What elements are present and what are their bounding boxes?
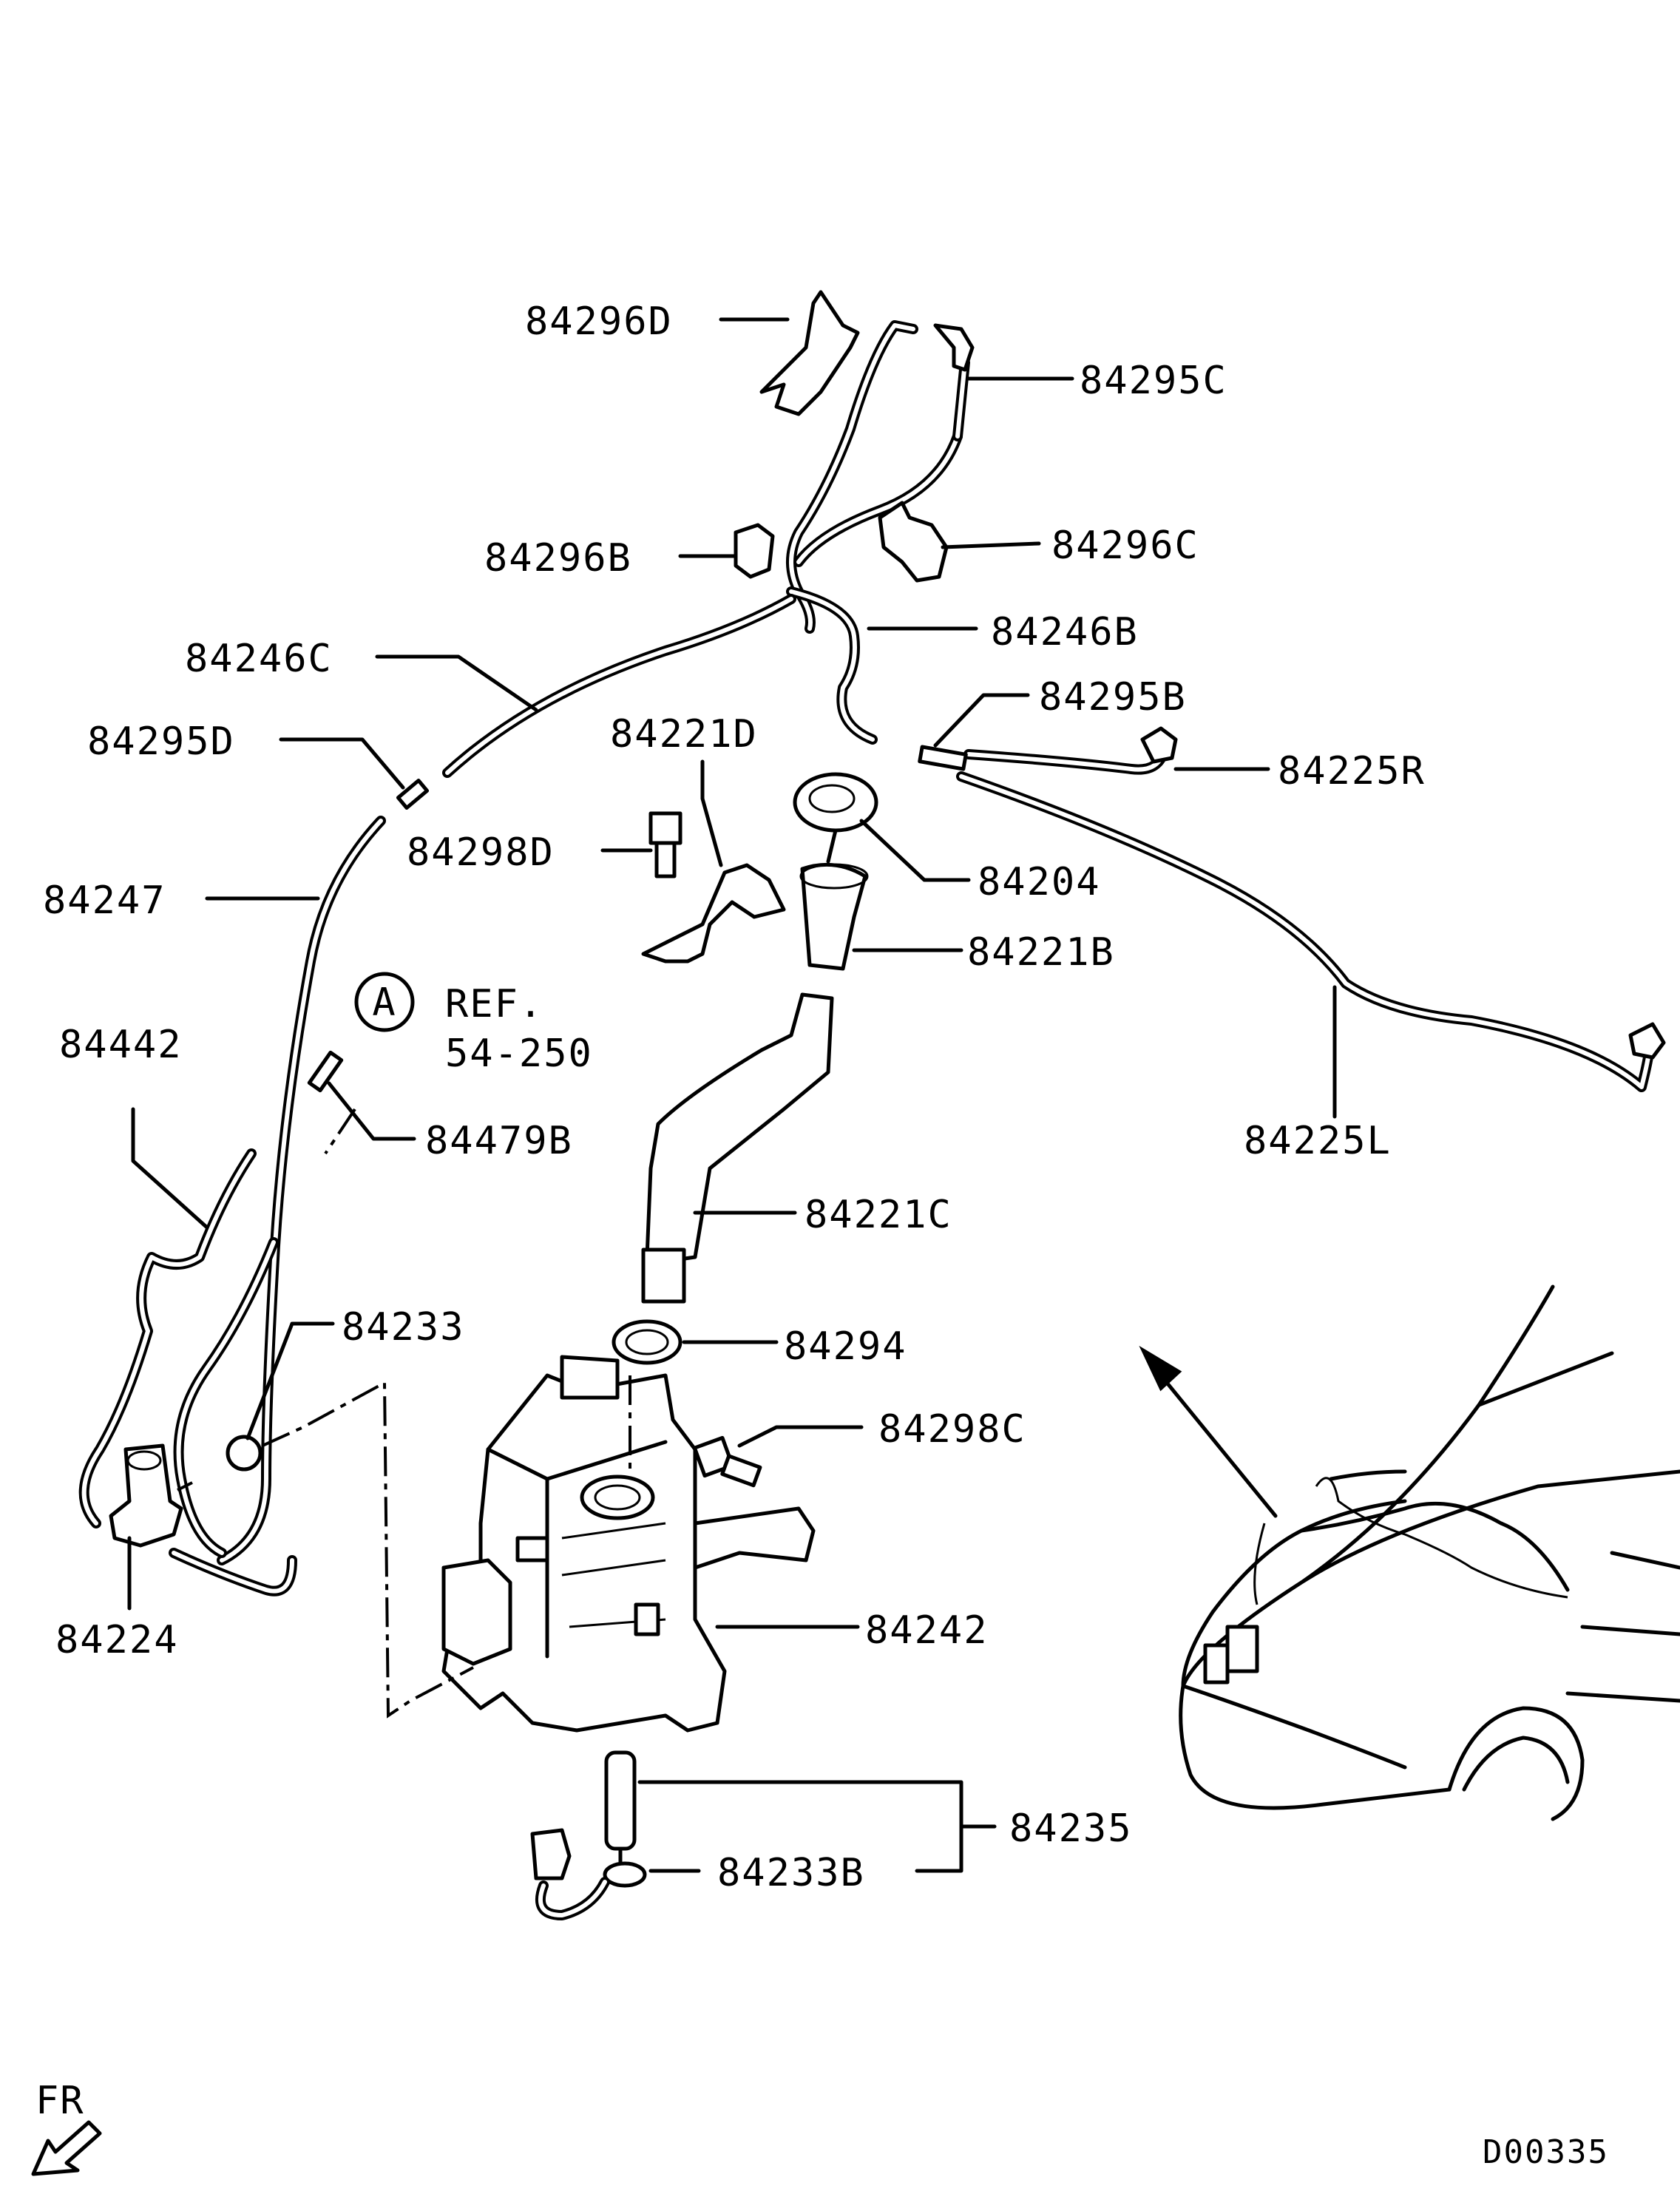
callout-84224[interactable]: 84224 (55, 1618, 179, 1662)
gasket-84294 (612, 1319, 682, 1365)
callout-84221d[interactable]: 84221D (610, 712, 758, 756)
callout-84246c[interactable]: 84246C (185, 637, 333, 681)
joint-84295b (918, 745, 968, 771)
callout-84479b[interactable]: 84479B (425, 1119, 573, 1163)
clip-84296d (759, 290, 860, 416)
front-direction-indicator: FR (31, 2079, 102, 2176)
callout-84233b[interactable]: 84233B (717, 1851, 865, 1895)
callout-84298c[interactable]: 84298C (878, 1407, 1026, 1452)
reference-line2: 54-250 (445, 1032, 593, 1076)
bracket-84221d (641, 863, 786, 964)
parts-group (109, 290, 1666, 1548)
pump-84224 (109, 1443, 183, 1548)
inlet-84221b (800, 862, 867, 971)
leader-lines (127, 317, 1337, 1873)
callout-84296b[interactable]: 84296B (484, 536, 632, 580)
callout-84442[interactable]: 84442 (59, 1023, 183, 1067)
clip-84296c (878, 501, 949, 583)
callout-84295d[interactable]: 84295D (87, 720, 235, 764)
callout-84247[interactable]: 84247 (43, 878, 166, 923)
callout-84246b[interactable]: 84246B (991, 610, 1139, 654)
callout-84298d[interactable]: 84298D (407, 830, 555, 875)
grommet-84233 (226, 1435, 262, 1472)
hose-group (78, 320, 1654, 1597)
nozzle-84225l (1628, 1022, 1666, 1060)
connector-84479b (307, 1050, 344, 1093)
front-arrow-icon (31, 2120, 102, 2176)
callout-84225r[interactable]: 84225R (1278, 749, 1426, 793)
callout-84225l[interactable]: 84225L (1244, 1119, 1392, 1163)
callout-84296d[interactable]: 84296D (525, 299, 673, 344)
clip-84296b (734, 523, 775, 579)
reservoir-84242 (441, 1355, 816, 1733)
joint-84295c (933, 323, 975, 372)
nozzle-84225r (1140, 726, 1178, 764)
vehicle-inset (1139, 1284, 1680, 1821)
reference-marker: A (372, 981, 396, 1025)
bolt-84298c (692, 1435, 762, 1488)
joint-84295d (396, 779, 430, 810)
callout-84221b[interactable]: 84221B (967, 930, 1115, 975)
level-sensor-84235 (530, 1750, 647, 1920)
reference-line1: REF. (445, 982, 543, 1026)
part-labels: 84296D 84295C 84296B 84296C 84246C 84246… (43, 299, 1426, 1895)
callout-84296c[interactable]: 84296C (1051, 524, 1199, 568)
callout-84242[interactable]: 84242 (865, 1608, 989, 1653)
callout-84221c[interactable]: 84221C (805, 1193, 952, 1237)
callout-84295b[interactable]: 84295B (1039, 675, 1187, 720)
front-label: FR (35, 2079, 85, 2123)
diagram-code: D00335 (1483, 2133, 1609, 2171)
reference-lines (177, 1108, 631, 1719)
bolt-84298d (648, 811, 682, 878)
callout-84235[interactable]: 84235 (1009, 1807, 1133, 1851)
callout-84294[interactable]: 84294 (784, 1324, 907, 1369)
callout-84295c[interactable]: 84295C (1080, 359, 1227, 403)
reference-callout: A REF. 54-250 (354, 972, 593, 1076)
callout-84204[interactable]: 84204 (978, 860, 1101, 904)
callout-84233[interactable]: 84233 (342, 1305, 465, 1350)
grommet-84233b (603, 1861, 647, 1888)
